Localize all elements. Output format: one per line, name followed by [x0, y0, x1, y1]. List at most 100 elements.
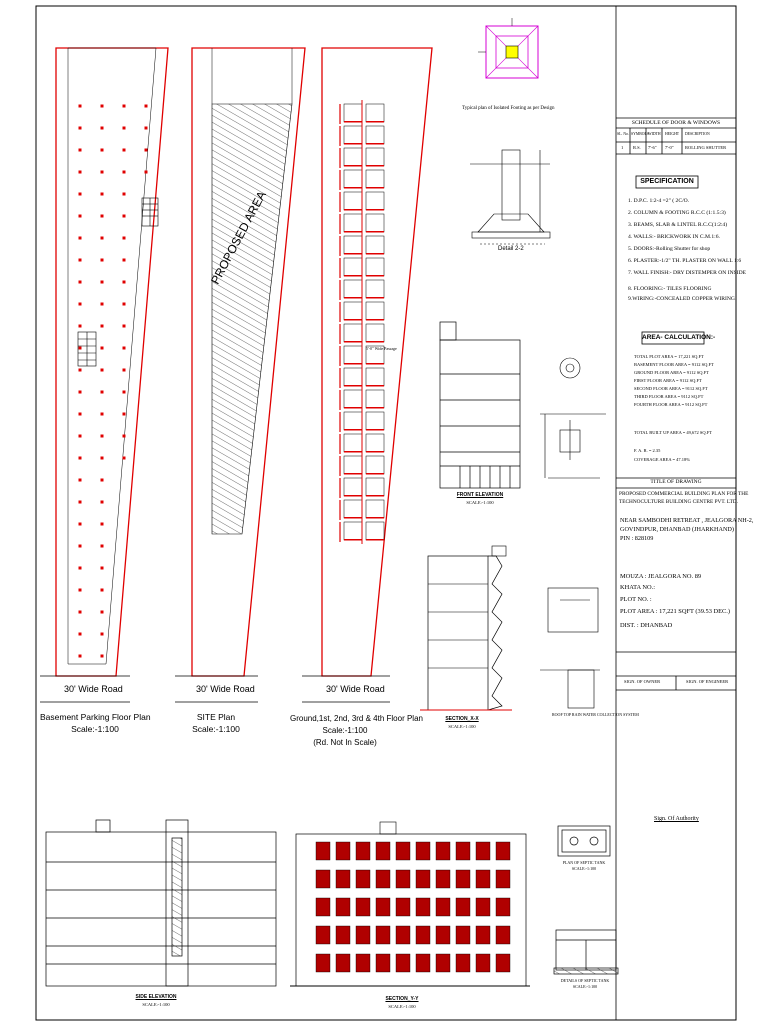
- shop-grid: [339, 100, 385, 544]
- footing-detail: [470, 149, 551, 245]
- parking-column: [100, 170, 104, 174]
- parking-column: [144, 170, 148, 174]
- shop-shutter: [344, 121, 362, 123]
- ground-plan-title: Ground,1st, 2nd, 3rd & 4th Floor Plan: [290, 714, 423, 723]
- district: DIST. : DHANBAD: [620, 622, 673, 629]
- sign-of-authority: Sign. Of Authority: [654, 816, 699, 822]
- shop-shutter: [366, 209, 384, 211]
- parking-column: [100, 588, 104, 592]
- shop-unit: [343, 103, 363, 123]
- specification-item: 5. DOORS:-Rolling Shutter for shop: [628, 246, 711, 252]
- specification-item: 6. PLASTER:-1/2" TH. PLASTER ON WALL 1:6: [628, 258, 742, 264]
- parking-column: [122, 192, 126, 196]
- site-plan-scale: Scale:-1:100: [192, 724, 240, 734]
- parking-column: [78, 654, 82, 658]
- parking-column: [122, 236, 126, 240]
- parking-column: [78, 104, 82, 108]
- parking-column: [78, 588, 82, 592]
- shop-shutter: [366, 451, 384, 453]
- parking-column: [78, 500, 82, 504]
- parking-column: [78, 214, 82, 218]
- section-bay: [315, 841, 331, 861]
- shop-shutter: [344, 451, 362, 453]
- footing-plan: [478, 18, 539, 79]
- shop-shutter: [366, 165, 384, 167]
- shop-shutter: [366, 231, 384, 233]
- schedule-cell-symbol: R.S.: [633, 145, 641, 150]
- section-bay: [455, 925, 471, 945]
- rainwater-detail: [540, 357, 606, 709]
- side-elevation-title: SIDE ELEVATION: [135, 994, 177, 1000]
- shop-shutter: [344, 363, 362, 365]
- shop-shutter: [344, 165, 362, 167]
- site-plan-title: SITE Plan: [196, 712, 236, 722]
- specification-item: 2. COLUMN & FOOTING R.C.C (1:1.5:3): [628, 210, 726, 216]
- section-bay: [335, 841, 351, 861]
- section-bay: [495, 953, 511, 973]
- shop-shutter: [366, 539, 384, 541]
- septic-tank: [553, 825, 619, 975]
- schedule-header-description: DESCRIPTION: [685, 132, 710, 136]
- shop-shutter: [366, 121, 384, 123]
- shop-shutter: [366, 275, 384, 277]
- section-bay: [375, 869, 391, 889]
- specification-item: 7. WALL FINISH:- DRY DISTEMPER ON INSIDE: [628, 270, 747, 276]
- parking-column: [100, 324, 104, 328]
- parking-column: [100, 280, 104, 284]
- parking-column: [100, 456, 104, 460]
- section-bay: [475, 841, 491, 861]
- section-bay: [415, 841, 431, 861]
- parking-column: [144, 104, 148, 108]
- section-bay: [435, 869, 451, 889]
- section-bay: [335, 953, 351, 973]
- parking-column: [122, 302, 126, 306]
- area-row: GROUND FLOOR AREA = 9112 SQ.FT: [634, 370, 709, 375]
- parking-column: [78, 412, 82, 416]
- section-bay: [315, 953, 331, 973]
- right-panel: [615, 6, 736, 1020]
- parking-column: [100, 434, 104, 438]
- section-bay: [495, 841, 511, 861]
- parking-column: [122, 258, 126, 262]
- shop-shutter: [366, 363, 384, 365]
- shop-shutter: [344, 429, 362, 431]
- shop-unit: [365, 367, 385, 387]
- shop-shutter: [344, 495, 362, 497]
- shop-shutter: [366, 429, 384, 431]
- shop-shutter: [344, 539, 362, 541]
- shop-unit: [343, 367, 363, 387]
- shop-shutter: [366, 517, 384, 519]
- area-row: FOURTH FLOOR AREA = 9112 SQ.FT: [634, 402, 708, 407]
- parking-column: [78, 434, 82, 438]
- shop-shutter: [366, 297, 384, 299]
- sign-of-owner: SIGN. OF OWNER: [624, 679, 661, 684]
- shop-shutter: [344, 319, 362, 321]
- section-xx: [420, 545, 512, 711]
- parking-column: [122, 104, 126, 108]
- parking-column: [122, 148, 126, 152]
- section-bay: [315, 925, 331, 945]
- section-bay: [395, 897, 411, 917]
- section-bay: [455, 841, 471, 861]
- shop-shutter: [366, 385, 384, 387]
- parking-column: [122, 368, 126, 372]
- shop-unit: [343, 257, 363, 277]
- parking-column: [100, 412, 104, 416]
- section-bay: [415, 953, 431, 973]
- plot-no: PLOT NO. :: [620, 596, 652, 603]
- schedule-cell-sl: 1: [621, 145, 624, 150]
- section-bay: [315, 897, 331, 917]
- shop-shutter: [344, 143, 362, 145]
- shop-unit: [343, 433, 363, 453]
- basement-plan-title: Basement Parking Floor Plan: [40, 712, 151, 722]
- parking-column: [100, 214, 104, 218]
- parking-column: [122, 170, 126, 174]
- basement-plan-scale: Scale:-1:100: [71, 724, 119, 734]
- shop-unit: [365, 455, 385, 475]
- shop-unit: [343, 235, 363, 255]
- mouza: MOUZA : JEALGORA NO. 89: [620, 573, 702, 580]
- site-plan: [175, 47, 306, 703]
- front-elevation-title: FRONT ELEVATION: [456, 492, 504, 498]
- specification-item: 1. D.P.C. 1:2-4 =2" ( 2C/O.: [628, 198, 690, 204]
- shop-shutter: [344, 407, 362, 409]
